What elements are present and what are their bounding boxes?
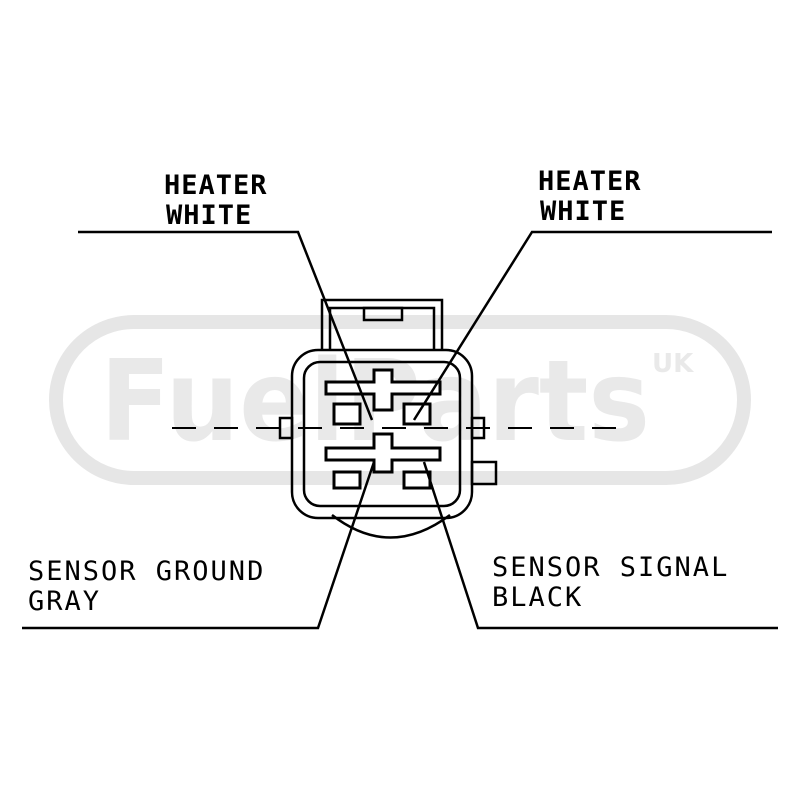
- label-heater-top-right-line1: HEATER: [538, 166, 642, 197]
- leader-sensor-ground: [22, 461, 376, 630]
- label-sensor-ground: SENSOR GROUND GRAY: [28, 556, 265, 617]
- watermark-pill-outline: [49, 315, 751, 485]
- connector-housing-inner: [302, 360, 462, 508]
- label-sensor-ground-line1: SENSOR GROUND: [28, 556, 265, 587]
- label-sensor-signal-line1: SENSOR SIGNAL: [492, 552, 729, 583]
- pin-cavity-upper-left: [332, 402, 362, 426]
- connector-side-tab-right-lower: [470, 460, 498, 486]
- leader-heater-right: [412, 230, 772, 421]
- connector-bottom-arc: [331, 513, 451, 539]
- pin-slot-upper: [324, 368, 442, 412]
- connector-latch-tab: [362, 306, 404, 322]
- label-heater-top-right: HEATER WHITE: [538, 166, 642, 227]
- leader-lines: [22, 230, 778, 630]
- connector-side-tab-left: [278, 416, 294, 440]
- label-sensor-signal: SENSOR SIGNAL BLACK: [492, 552, 729, 613]
- label-sensor-signal-line2: BLACK: [492, 582, 583, 613]
- label-sensor-ground-line2: GRAY: [28, 586, 101, 617]
- pin-cavities: [324, 368, 442, 490]
- watermark-region-text: UK: [652, 349, 694, 379]
- label-heater-top-right-line2: WHITE: [540, 196, 626, 227]
- connector-side-tab-right: [470, 416, 486, 440]
- label-heater-top-left-line2: WHITE: [166, 200, 252, 231]
- pin-slot-lower: [324, 432, 442, 474]
- pin-cavity-lower-right: [402, 470, 432, 490]
- pin-cavity-lower-left: [332, 470, 362, 490]
- leader-sensor-signal: [422, 461, 778, 630]
- label-heater-top-left-line1: HEATER: [164, 170, 268, 201]
- connector-latch: [320, 298, 444, 350]
- connector-body: [278, 298, 498, 539]
- leader-heater-left: [78, 230, 374, 421]
- label-heater-top-left: HEATER WHITE: [164, 170, 268, 231]
